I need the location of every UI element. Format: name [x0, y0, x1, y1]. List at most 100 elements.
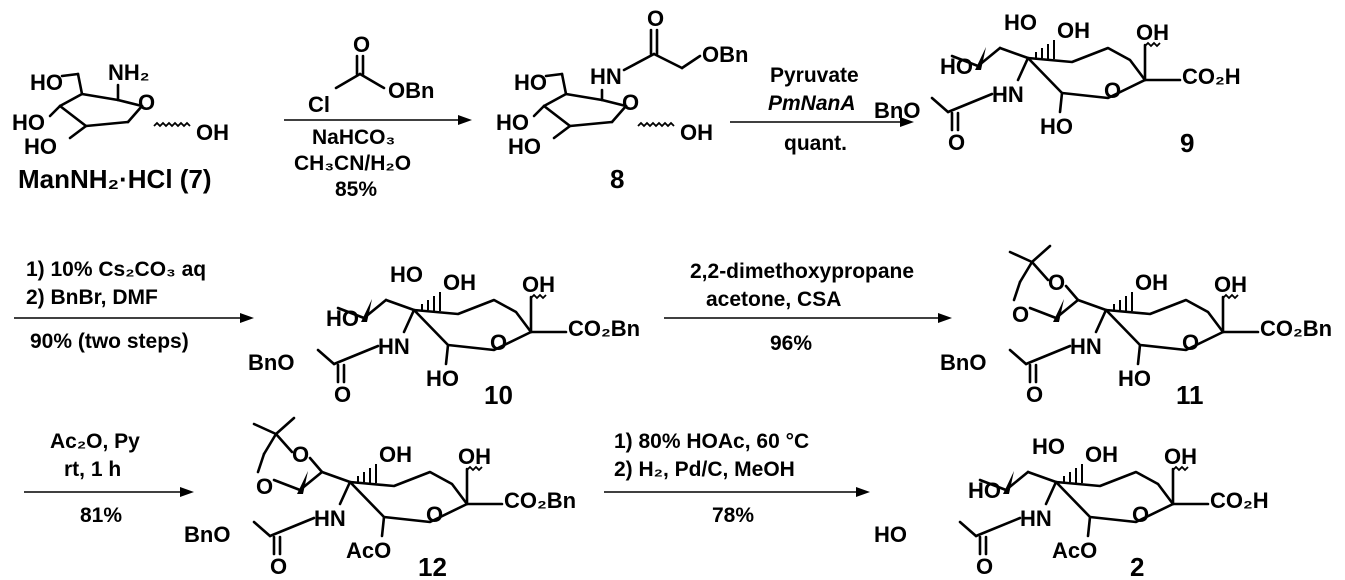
- compound-10: HO OH HO OH O CO₂Bn HN HO BnO O 10: [248, 262, 640, 410]
- c2-co2h: CO₂H: [1210, 488, 1269, 513]
- c11-bno: BnO: [940, 350, 986, 375]
- c8-oh-anomeric: OH: [680, 120, 713, 145]
- c10-hn: HN: [378, 334, 410, 359]
- c2-oh-d: OH: [1164, 444, 1197, 469]
- c7-label: ManNH₂·HCl (7): [18, 164, 212, 194]
- arrow-2-above-1: Pyruvate: [770, 64, 859, 87]
- compound-2: HO OH HO OH O CO₂H HN AcO HO O 2: [874, 434, 1269, 580]
- c7-ho-left: HO: [12, 110, 45, 135]
- c8-label: 8: [610, 164, 624, 194]
- c11-o-acetal-top: O: [1048, 270, 1065, 295]
- c11-hn: HN: [1070, 334, 1102, 359]
- c10-co2bn: CO₂Bn: [568, 316, 640, 341]
- c8-obn: OBn: [702, 42, 748, 67]
- c9-oh-b: OH: [1057, 18, 1090, 43]
- arrow-3-above-1: 1) 10% Cs₂CO₃ aq: [26, 258, 206, 281]
- c7-ring-o: O: [138, 90, 155, 115]
- c12-carbonyl-o: O: [270, 554, 287, 579]
- reagent-benzyloxyacetyl-chloride: O Cl OBn: [308, 32, 434, 117]
- c9-bno: BnO: [874, 98, 920, 123]
- compound-7: HO NH₂ O HO HO OH ManNH₂·HCl (7): [12, 60, 229, 194]
- arrow-1-below-3: 85%: [335, 178, 377, 201]
- compound-11: O O OH OH O CO₂Bn HN HO BnO O 11: [940, 244, 1332, 410]
- reagent-cl: Cl: [308, 92, 330, 117]
- arrow-2-below-1: quant.: [784, 132, 847, 155]
- c2-hn: HN: [1020, 506, 1052, 531]
- arrow-5-below-1: 81%: [80, 504, 122, 527]
- c12-oh-d: OH: [458, 444, 491, 469]
- compound-12: O O OH OH O CO₂Bn HN AcO BnO O 12: [184, 416, 576, 580]
- c10-ring-o: O: [490, 330, 507, 355]
- arrow-4-above-2: acetone, CSA: [706, 288, 841, 311]
- c7-oh-anomeric: OH: [196, 120, 229, 145]
- arrow-4-above-1: 2,2-dimethoxypropane: [690, 260, 914, 283]
- c12-ring-o: O: [426, 502, 443, 527]
- arrow-2: Pyruvate PmNanA quant.: [730, 64, 914, 155]
- c10-carbonyl-o: O: [334, 382, 351, 407]
- c8-ho-left: HO: [496, 110, 529, 135]
- reagent-o: O: [353, 32, 370, 57]
- c2-carbonyl-o: O: [976, 554, 993, 579]
- arrow-5: Ac₂O, Py rt, 1 h 81%: [24, 430, 194, 527]
- c2-label: 2: [1130, 552, 1144, 580]
- c2-ring-o: O: [1132, 502, 1149, 527]
- arrow-3: 1) 10% Cs₂CO₃ aq 2) BnBr, DMF 90% (two s…: [14, 258, 254, 353]
- arrow-5-above-2: rt, 1 h: [64, 458, 121, 481]
- compound-9: HO OH HO OH O CO₂H HN HO BnO O 9: [874, 10, 1241, 158]
- reagent-obn: OBn: [388, 78, 434, 103]
- arrow-3-above-2: 2) BnBr, DMF: [26, 286, 158, 309]
- arrow-2-above-2: PmNanA: [768, 92, 856, 115]
- c9-ho-a: HO: [1004, 10, 1037, 35]
- c11-oh-d: OH: [1214, 272, 1247, 297]
- c2-ho-glycolyl: HO: [874, 522, 907, 547]
- c7-ho-bottom: HO: [24, 134, 57, 159]
- arrow-4: 2,2-dimethoxypropane acetone, CSA 96%: [664, 260, 952, 355]
- arrow-1-below-1: NaHCO₃: [312, 126, 395, 149]
- c10-oh-b: OH: [443, 270, 476, 295]
- arrow-6-above-1: 1) 80% HOAc, 60 °C: [614, 430, 809, 453]
- arrow-6: 1) 80% HOAc, 60 °C 2) H₂, Pd/C, MeOH 78%: [604, 430, 870, 527]
- c11-ho-ring: HO: [1118, 366, 1151, 391]
- c11-o-acetal-left: O: [1012, 302, 1029, 327]
- c10-oh-d: OH: [522, 272, 555, 297]
- c12-o-acetal-top: O: [292, 442, 309, 467]
- c12-oh-b: OH: [379, 442, 412, 467]
- c9-ho-ring: HO: [1040, 114, 1073, 139]
- c9-co2h: CO₂H: [1182, 64, 1241, 89]
- c10-ho-c: HO: [326, 306, 359, 331]
- c9-label: 9: [1180, 128, 1194, 158]
- c8-ho-bottom: HO: [508, 134, 541, 159]
- c9-oh-d: OH: [1136, 20, 1169, 45]
- c9-hn: HN: [992, 82, 1024, 107]
- c10-ho-a: HO: [390, 262, 423, 287]
- compound-8: O OBn HN HO O HO HO OH 8: [496, 6, 748, 194]
- c11-label: 11: [1176, 380, 1204, 410]
- c10-label: 10: [484, 380, 513, 410]
- c11-co2bn: CO₂Bn: [1260, 316, 1332, 341]
- arrow-4-below-1: 96%: [770, 332, 812, 355]
- c12-o-acetal-left: O: [256, 474, 273, 499]
- c8-ring-o: O: [622, 90, 639, 115]
- arrow-6-below-1: 78%: [712, 504, 754, 527]
- arrow-6-above-2: 2) H₂, Pd/C, MeOH: [614, 458, 795, 481]
- c12-co2bn: CO₂Bn: [504, 488, 576, 513]
- c8-hn: HN: [590, 64, 622, 89]
- arrow-1-below-2: CH₃CN/H₂O: [294, 152, 411, 175]
- c9-ho-c: HO: [940, 54, 973, 79]
- c12-bno: BnO: [184, 522, 230, 547]
- c10-bno: BnO: [248, 350, 294, 375]
- c12-label: 12: [418, 552, 447, 580]
- c2-aco: AcO: [1052, 538, 1097, 563]
- c2-oh-b: OH: [1085, 442, 1118, 467]
- arrow-5-above-1: Ac₂O, Py: [50, 430, 140, 453]
- c12-aco: AcO: [346, 538, 391, 563]
- c12-hn: HN: [314, 506, 346, 531]
- arrow-1: O Cl OBn NaHCO₃ CH₃CN/H₂O 85%: [284, 32, 472, 201]
- arrow-3-below-1: 90% (two steps): [30, 330, 189, 353]
- c11-oh-b: OH: [1135, 270, 1168, 295]
- c2-ho-a: HO: [1032, 434, 1065, 459]
- c7-ho-top: HO: [30, 70, 63, 95]
- c7-nh2: NH₂: [108, 60, 150, 85]
- c9-ring-o: O: [1104, 78, 1121, 103]
